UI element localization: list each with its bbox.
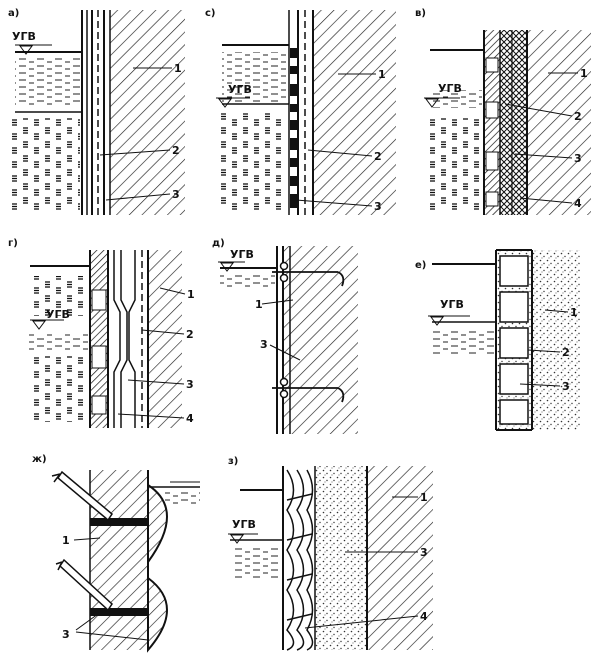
water-level-label-h: УГВ: [232, 518, 256, 531]
callout-e-3: 3: [260, 338, 268, 351]
panel-tag-f: е): [415, 260, 426, 271]
panel-tag-c: в): [415, 8, 426, 19]
callout-a-3: 3: [172, 188, 180, 201]
panel-tag-a: а): [8, 8, 19, 19]
panel-b: с) УГВ 1 2 3: [205, 8, 396, 215]
panel-tag-b: с): [205, 8, 216, 19]
callout-c-3: 3: [574, 152, 582, 165]
callout-g-1: 1: [62, 534, 70, 547]
callout-c-1: 1: [580, 67, 588, 80]
callout-f-2: 2: [562, 346, 570, 359]
callout-h-4: 4: [420, 610, 428, 623]
panel-tag-h: з): [228, 456, 238, 467]
callout-f-3: 3: [562, 380, 570, 393]
panel-g: ж) 1 3: [32, 454, 200, 653]
water-level-label-c: УГВ: [438, 82, 462, 95]
panel-h: з) УГВ 1 3 4: [228, 456, 433, 651]
callout-d-3: 3: [186, 378, 194, 391]
callout-d-4: 4: [186, 412, 194, 425]
water-level-label-a: УГВ: [12, 30, 36, 43]
panel-tag-g: ж): [32, 454, 47, 465]
callout-d-1: 1: [187, 288, 195, 301]
callout-f-1: 1: [570, 306, 578, 319]
water-level-label-f: УГВ: [440, 298, 464, 311]
panel-c: в) УГВ 1 2 3 4: [415, 8, 591, 215]
panel-a: а) УГВ 1 2 3: [8, 8, 185, 215]
callout-a-1: 1: [174, 62, 182, 75]
water-level-label-b: УГВ: [228, 83, 252, 96]
water-level-label-e: УГВ: [230, 248, 254, 261]
callout-b-2: 2: [374, 150, 382, 163]
panel-f: е) УГВ 1 2 3: [415, 249, 580, 431]
callout-c-2: 2: [574, 110, 582, 123]
callout-a-2: 2: [172, 144, 180, 157]
callout-e-1: 1: [255, 298, 263, 311]
callout-h-3: 3: [420, 546, 428, 559]
callout-b-3: 3: [374, 200, 382, 213]
water-level-label-d: УГВ: [46, 308, 70, 321]
panel-d: г) УГВ 1 2 3 4: [8, 238, 195, 428]
callout-g-3: 3: [62, 628, 70, 641]
panel-e: д) УГВ 1 3: [212, 238, 358, 434]
callout-b-1: 1: [378, 68, 386, 81]
panel-tag-e: д): [212, 238, 225, 249]
callout-h-1: 1: [420, 491, 428, 504]
panel-tag-d: г): [8, 238, 18, 249]
callout-c-4: 4: [574, 197, 582, 210]
callout-d-2: 2: [186, 328, 194, 341]
